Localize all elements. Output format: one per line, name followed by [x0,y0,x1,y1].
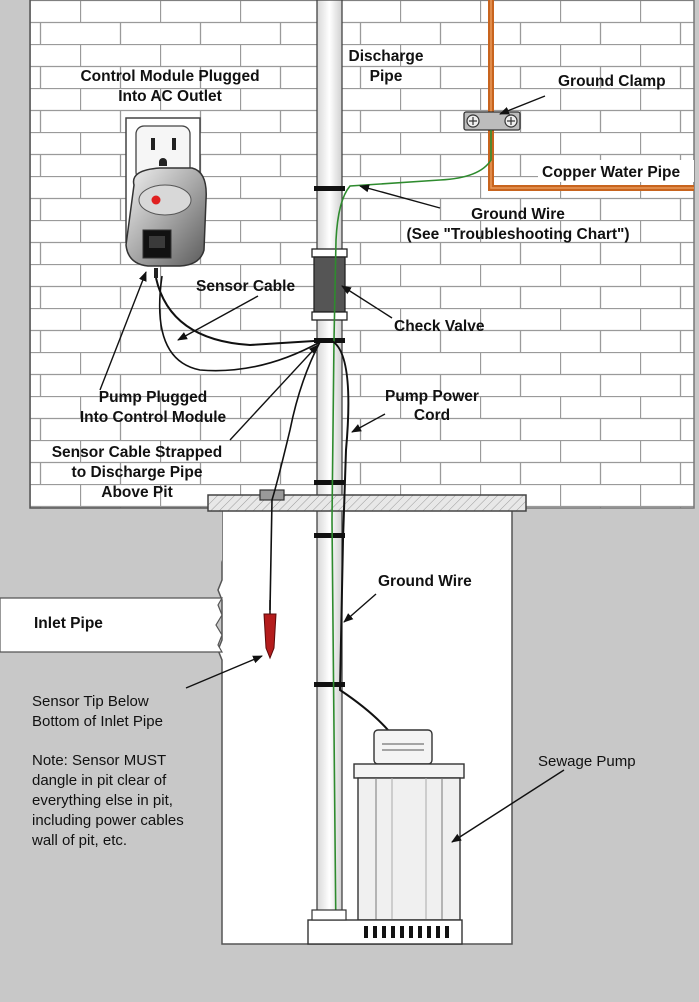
copper-label-bg [538,160,694,182]
label-sensor-cable: Sensor Cable [196,278,295,295]
leader-arrows [99,95,565,843]
pit-cover [207,494,527,512]
label-copper-water-pipe: Copper Water Pipe [542,164,680,181]
inlet-pipe [0,597,224,653]
ground-clamp [463,111,521,131]
pump-power-cord [155,277,389,731]
sewage-pump [307,729,465,945]
label-ground-wire-top-line2: (See "Troubleshooting Chart") [406,226,629,243]
label-sensor-tip-line1: Sensor Tip Below [32,693,149,710]
label-note-line2: dangle in pit clear of [32,772,167,789]
label-sewage-pump: Sewage Pump [538,753,636,770]
control-module [125,167,207,278]
ground-wire [331,130,492,941]
label-sensor-strapped-line2: to Discharge Pipe [72,464,203,481]
label-note-line5: wall of pit, etc. [31,832,127,849]
label-sensor-strapped-line3: Above Pit [101,484,172,501]
discharge-pipe [316,0,343,921]
label-ground-clamp: Ground Clamp [558,73,666,90]
label-sensor-strapped-line1: Sensor Cable Strapped [52,444,223,461]
label-note-line4: including power cables [32,812,184,829]
label-pump-power-cord-line2: Cord [414,407,450,424]
label-pump-plugged-line1: Pump Plugged [99,389,208,406]
label-inlet-pipe: Inlet Pipe [34,615,103,632]
label-pump-plugged-line2: Into Control Module [80,409,227,426]
label-note-line3: everything else in pit, [32,792,173,809]
indicator-led [151,195,161,205]
label-control-module-line1: Control Module Plugged [80,68,259,85]
label-note-line1: Note: Sensor MUST [32,752,166,769]
label-check-valve: Check Valve [394,318,485,335]
label-discharge-pipe-line1: Discharge [349,48,424,65]
label-pump-power-cord-line1: Pump Power [385,388,479,405]
label-ground-wire-top-line1: Ground Wire [471,206,565,223]
check-valve [311,248,348,321]
label-discharge-pipe-line2: Pipe [370,68,403,85]
label-control-module-line2: Into AC Outlet [118,88,222,105]
label-ground-wire-pit: Ground Wire [378,573,472,590]
sensor-tip [263,600,277,660]
label-sensor-tip-line2: Bottom of Inlet Pipe [32,713,163,730]
